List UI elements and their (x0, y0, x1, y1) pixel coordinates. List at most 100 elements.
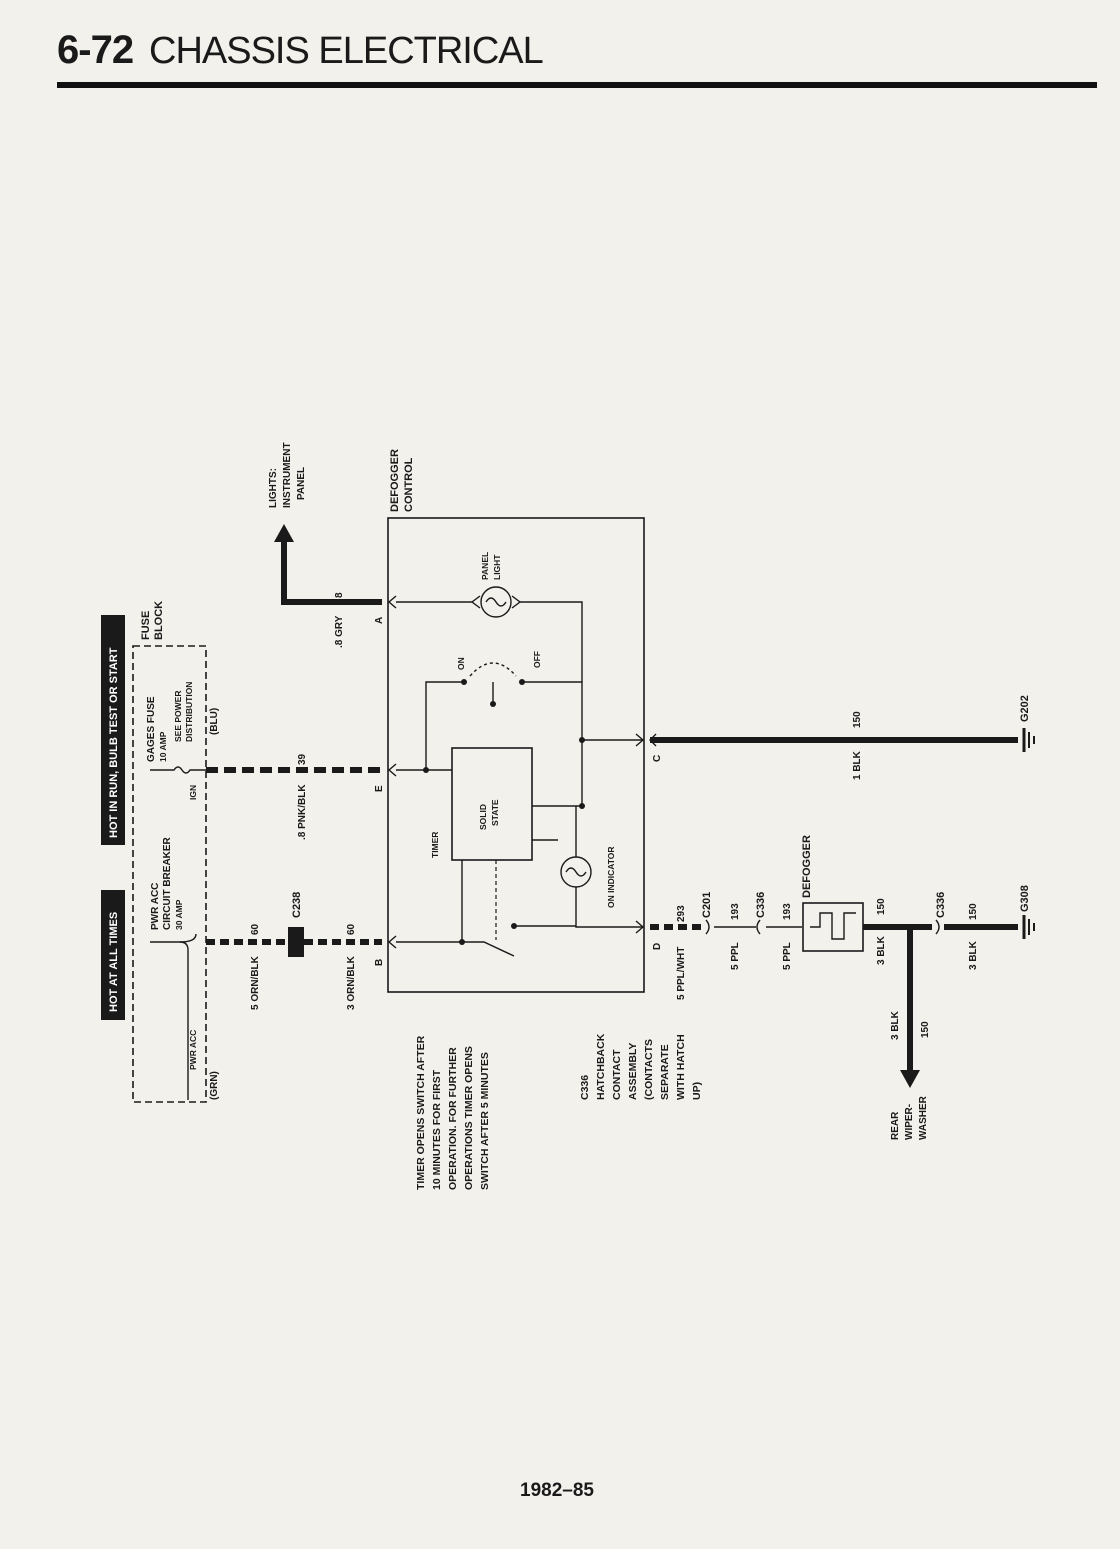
svg-text:UP): UP) (691, 1082, 703, 1100)
section-number: 6-72 (57, 28, 134, 72)
rear-wiper-label-3: WASHER (918, 1095, 929, 1140)
pin-a-arrow (387, 595, 397, 609)
breaker-symbol (150, 941, 189, 1100)
on-indicator-label: ON INDICATOR (606, 846, 616, 908)
page-header: 6-72 CHASSIS ELECTRICAL (57, 28, 1097, 90)
wire-w9-desc: 3 BLK (876, 935, 887, 965)
wire-w4-circuit: 8 (334, 592, 345, 598)
pin-c-arrow (635, 733, 645, 747)
svg-text:10 MINUTES FOR FIRST: 10 MINUTES FOR FIRST (431, 1069, 443, 1190)
svg-text:WITH HATCH: WITH HATCH (675, 1034, 687, 1100)
breaker-name-1: PWR ACC (150, 883, 161, 930)
wire-w4-desc: .8 GRY (334, 615, 345, 648)
wire-w8-desc: 5 PPL (782, 942, 793, 970)
solid-state-label-2: STATE (490, 799, 500, 826)
wire-w2-desc: 3 ORN/BLK (346, 955, 357, 1010)
connector-c201 (705, 919, 710, 935)
panel-light-label-1: PANEL (480, 552, 490, 580)
ground-g202-label: G202 (1019, 695, 1031, 722)
pin-e-arrow (387, 763, 397, 777)
pin-b-arrow (387, 935, 397, 949)
fuse-rating: 10 AMP (158, 731, 168, 762)
wire-w9-circuit: 150 (876, 898, 887, 915)
svg-text:CONTACT: CONTACT (611, 1049, 623, 1100)
wire-8 (281, 540, 382, 605)
svg-text:(CONTACTS: (CONTACTS (643, 1039, 655, 1100)
pin-b: B (374, 959, 385, 966)
fuse-block-title-2: BLOCK (153, 601, 165, 640)
section-title: CHASSIS ELECTRICAL (149, 30, 544, 72)
breaker-rating: 30 AMP (174, 899, 184, 930)
arrow-down-icon (900, 1070, 920, 1088)
hot-at-all-times-tag (101, 890, 125, 1020)
connector-c238 (288, 927, 304, 957)
fuse-note-2: DISTRIBUTION (184, 682, 194, 742)
solid-state-label-1: SOLID (478, 804, 488, 830)
connector-c201-label: C201 (701, 892, 713, 918)
fuse-label: IGN (188, 785, 198, 800)
switch-on-label: ON (456, 657, 466, 670)
connector-c336b-label: C336 (935, 892, 947, 918)
pin-e: E (374, 785, 385, 792)
wire-w10-circuit: 150 (968, 903, 979, 920)
wire-w1-circuit: 60 (250, 923, 261, 935)
fuse-block-title-1: FUSE (140, 611, 152, 640)
hot-in-run-text: HOT IN RUN, BULB TEST OR START (108, 647, 120, 838)
breaker-name-2: CIRCUIT BREAKER (162, 836, 173, 930)
svg-text:C336: C336 (579, 1075, 591, 1100)
defogger-control-title-2: CONTROL (403, 457, 415, 512)
svg-text:HATCHBACK: HATCHBACK (595, 1033, 607, 1100)
connector-c336-b (935, 919, 940, 935)
pin-d-arrow (635, 920, 645, 934)
wire-w6-desc: 5 PPL/WHT (676, 947, 687, 1000)
ground-g308-label: G308 (1019, 885, 1031, 912)
wire-w7-circuit: 193 (730, 903, 741, 920)
ground-g202-icon (1022, 728, 1035, 752)
pin-c: C (652, 755, 663, 762)
wire-w5-circuit: 150 (852, 711, 863, 728)
rear-wiper-label-2: WIPER- (904, 1104, 915, 1140)
svg-text:ASSEMBLY: ASSEMBLY (627, 1043, 639, 1100)
hatchback-note: C336 HATCHBACK CONTACT ASSEMBLY (CONTACT… (579, 1033, 703, 1100)
lights-label-2: INSTRUMENT (282, 442, 293, 508)
svg-text:OPERATION. FOR FURTHER: OPERATION. FOR FURTHER (447, 1047, 459, 1190)
fuse-block-outline (132, 645, 207, 1103)
defogger-control-title-1: DEFOGGER (389, 449, 401, 512)
lights-label-3: PANEL (296, 467, 307, 500)
fuse-name: GAGES FUSE (146, 696, 157, 762)
timer-label: TIMER (430, 832, 440, 858)
header-rule (57, 82, 1097, 88)
arrow-up-icon (274, 524, 294, 542)
breaker-label: PWR ACC (188, 1030, 198, 1070)
wire-w10-desc: 3 BLK (968, 940, 979, 970)
ground-g308-icon (1022, 915, 1035, 939)
wire-w6-circuit: 293 (676, 905, 687, 922)
blu-label: (BLU) (209, 708, 220, 735)
switch-arc (469, 662, 517, 677)
defogger-control-box (387, 517, 645, 993)
page-footer: 1982–85 (520, 1480, 594, 1501)
wire-w1-desc: 5 ORN/BLK (250, 955, 261, 1010)
wire-w7-desc: 5 PPL (730, 942, 741, 970)
wire-w11-circuit: 150 (920, 1021, 931, 1038)
switch-off-label: OFF (532, 651, 542, 668)
timer-switch (462, 941, 515, 957)
defogger-label: DEFOGGER (801, 835, 813, 898)
connector-c336 (756, 919, 761, 935)
defogger-grid-icon (810, 912, 856, 940)
hot-in-run-tag (101, 615, 125, 845)
connector-c238-label: C238 (291, 892, 303, 918)
wire-w3-desc: .8 PNK/BLK (297, 784, 308, 840)
svg-text:SEPARATE: SEPARATE (659, 1044, 671, 1100)
pin-a: A (374, 617, 385, 624)
svg-text:TIMER OPENS SWITCH AFTER: TIMER OPENS SWITCH AFTER (415, 1035, 427, 1190)
hot-at-all-times-text: HOT AT ALL TIMES (108, 912, 120, 1012)
panel-light-bulb-icon (480, 586, 512, 618)
wire-w5-desc: 1 BLK (852, 750, 863, 780)
pin-d: D (652, 943, 663, 950)
rear-wiper-label-1: REAR (890, 1111, 901, 1140)
svg-text:OPERATIONS TIMER OPENS: OPERATIONS TIMER OPENS (463, 1046, 475, 1190)
lights-label-1: LIGHTS: (268, 468, 279, 508)
panel-light-label-2: LIGHT (492, 554, 502, 580)
